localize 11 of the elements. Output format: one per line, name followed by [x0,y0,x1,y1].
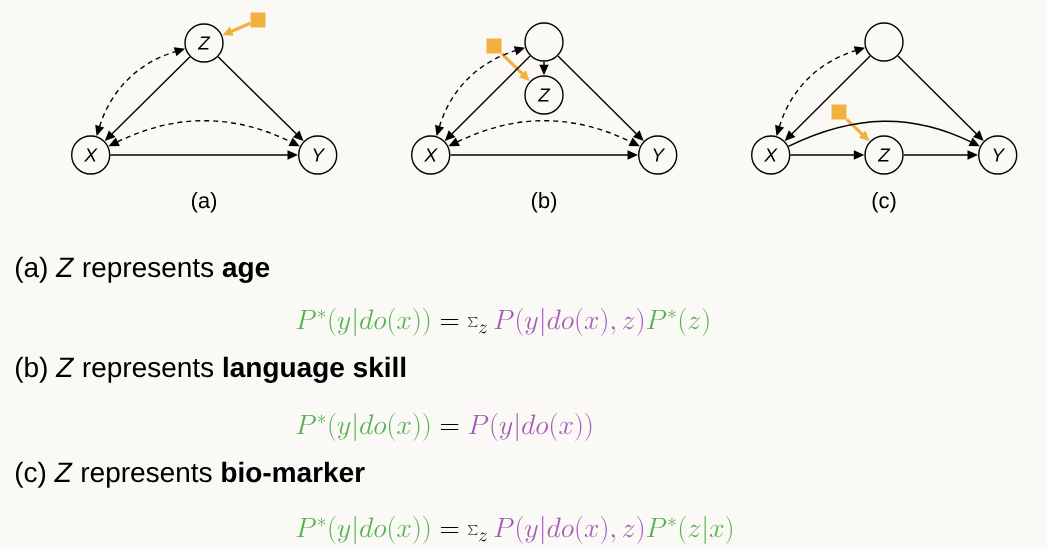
formula: $\textcolor[HTML]{55B04F}{P^*(y|do(x))}=\textcolor[HTML]{A35AB8}{P(y|do(x))}$ [296,413,592,441]
panel-label: (b) [531,192,557,213]
panel-label: (a) [191,192,217,213]
empty-circle [524,22,564,62]
statement-text: (c) Z represents bio-marker [15,461,365,488]
formula: $\textcolor[HTML]{55B04F}{P^*(y|do(x))}=\sum_z\textcolor[HTML]{A35AB8}{P(y|do(x),z)}\textcolor[HTML]{55B04F}{P^*(z)}$ [296,308,709,336]
statement-text: (a) Z represents age [15,256,270,283]
curved-arrow [787,120,980,148]
statement-text: (b) Z represents language skill [15,356,406,383]
formula: $\textcolor[HTML]{55B04F}{P^*(y|do(x))}=\sum_z\textcolor[HTML]{A35AB8}{P(y|do(x),z)}\textcolor[HTML]{55B04F}{P^*(z|x)}$ [296,516,732,544]
empty-circle [864,22,904,62]
